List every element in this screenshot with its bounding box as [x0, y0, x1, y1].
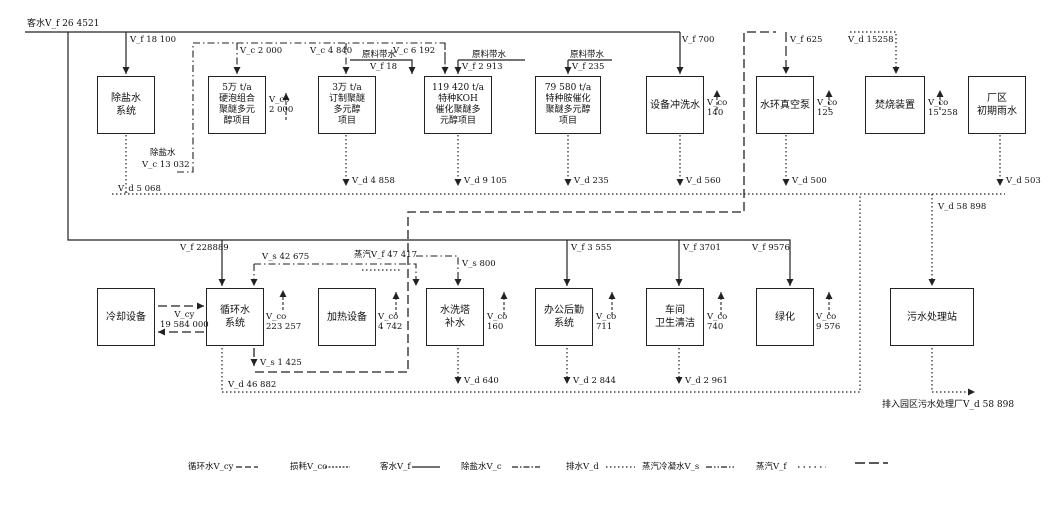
circ-return-line: [255, 31, 776, 373]
loss-green: V_co 9 576: [816, 312, 841, 332]
loss-heat: V_co 4 742: [378, 312, 403, 332]
raw-material-5-value: V_f 235: [572, 62, 605, 72]
drain-vac-label: V_d 500: [792, 176, 827, 186]
drain-clean-label: V_d 560: [686, 176, 721, 186]
drain-deion-label: V_d 5 068: [118, 184, 161, 194]
unit-circulating-water: 循环水 系统: [206, 288, 264, 346]
legend-fresh: 客水V_f: [380, 462, 411, 472]
lower-supply-label: V_f 228889: [180, 243, 229, 253]
condensate-circ-line: [254, 263, 420, 286]
drain-tower-label: V_d 640: [464, 376, 499, 386]
legend-loss: 损耗V_co: [290, 462, 328, 472]
raw-material-3-value: V_f 18: [370, 62, 398, 72]
legend-condensate: 蒸汽冷凝水V_s: [642, 462, 700, 472]
drain-rain-label: V_d 503: [1006, 176, 1041, 186]
equip-clean-supply-label: V_f 700: [682, 35, 715, 45]
deion-supply-label: V_f 18 100: [130, 35, 176, 45]
heat-condensate-label: V_s 42 675: [262, 252, 310, 262]
drain-p2-label: V_d 4 858: [352, 176, 395, 186]
main-fresh-label: 客水V_f 26 4521: [27, 19, 100, 29]
cool-loop-label: V_cy 19 584 000: [160, 310, 209, 330]
unit-vacuum-pump: 水环真空泵: [756, 76, 814, 134]
steam-label: 蒸汽V_f 47 417: [354, 250, 417, 260]
loss-vac: V_co 125: [817, 98, 838, 118]
unit-deion-system: 除盐水 系统: [97, 76, 155, 134]
unit-scrubber-makeup: 水洗塔 补水: [426, 288, 484, 346]
unit-project-1: 5万 t/a 硬泡组合 聚醚多元 醇项目: [208, 76, 266, 134]
drain-p3-label: V_d 9 105: [464, 176, 507, 186]
dep3-label: V_c 4 840: [310, 46, 353, 56]
incin-supply-label: V_d 15258: [848, 35, 894, 45]
unit-wastewater-plant: 污水处理站: [890, 288, 974, 346]
unit-incinerator: 焚烧装置: [865, 76, 925, 134]
raw-material-4: 原料带水: [472, 50, 507, 60]
discharge-label: 排入园区污水处理厂V_d 58 898: [882, 400, 1015, 410]
unit-workshop-cleaning: 车间 卫生清洁: [646, 288, 704, 346]
legend-steam: 蒸汽V_f: [756, 462, 787, 472]
legend-circulating: 循环水V_cy: [188, 462, 234, 472]
main-fresh-water-line: [25, 31, 680, 74]
loss-tower: V_co 160: [487, 312, 508, 332]
dep4-label: V_c 6 192: [393, 46, 436, 56]
raw-material-3: 原料带水: [362, 50, 397, 60]
unit-heating-equipment: 加热设备: [318, 288, 376, 346]
shop-supply-label: V_f 3701: [683, 243, 721, 253]
drain-circ-label: V_d 46 882: [228, 380, 277, 390]
drain-office-label: V_d 2 844: [573, 376, 616, 386]
unit-equipment-rinse: 设备冲洗水: [646, 76, 704, 134]
unit-office-logistics: 办公后勤 系统: [535, 288, 593, 346]
deion-out-label: 除盐水: [150, 148, 176, 158]
loss-shop: V_co 740: [707, 312, 728, 332]
tower-condensate-label: V_s 800: [462, 259, 496, 269]
legend-deion: 除盐水V_c: [461, 462, 502, 472]
drain-total-label: V_d 58 898: [938, 202, 987, 212]
main-fresh-down-line: [67, 32, 794, 286]
loss-clean: V_co 140: [707, 98, 728, 118]
unit-rainwater: 厂区 初期雨水: [968, 76, 1026, 134]
drain-shop-label: V_d 2 961: [685, 376, 728, 386]
lower-drain-main: [222, 194, 861, 393]
drain-wwtp-out: [931, 348, 975, 396]
circ-out-label: V_s 1 425: [260, 358, 302, 368]
unit-cooling-equipment: 冷却设备: [97, 288, 155, 346]
raw-material-line-5: [568, 59, 612, 74]
unit-project-2: 3万 t/a 订制聚醚 多元醇 项目: [318, 76, 376, 134]
drain-p4-label: V_d 235: [574, 176, 609, 186]
raw-material-4-value: V_f 2 913: [462, 62, 503, 72]
unit-project-4: 79 580 t/a 特种胺催化 聚醚多元醇 项目: [535, 76, 601, 134]
unit-project-3: 119 420 t/a 特种KOH 催化聚醚多 元醇项目: [424, 76, 492, 134]
deion-out-value: V_c 13 032: [142, 160, 190, 170]
loss-circ: V_co 223 257: [266, 312, 302, 332]
loss-burn: V_co 15 258: [928, 98, 958, 118]
unit-greening: 绿化: [756, 288, 814, 346]
condensate-tower-line: [416, 255, 462, 286]
green-supply-label: V_f 9576: [752, 243, 790, 253]
raw-material-line-3: [350, 59, 416, 74]
office-supply-label: V_f 3 555: [571, 243, 612, 253]
loss-office: V_co 711: [596, 312, 617, 332]
raw-material-line-4: [458, 59, 525, 74]
raw-material-5: 原料带水: [570, 50, 605, 60]
loss-p1: V_co 2 000: [269, 95, 294, 115]
dep2-label: V_c 2 000: [240, 46, 283, 56]
legend-drain: 排水V_d: [566, 462, 599, 472]
vacuum-supply-label: V_f 625: [790, 35, 823, 45]
